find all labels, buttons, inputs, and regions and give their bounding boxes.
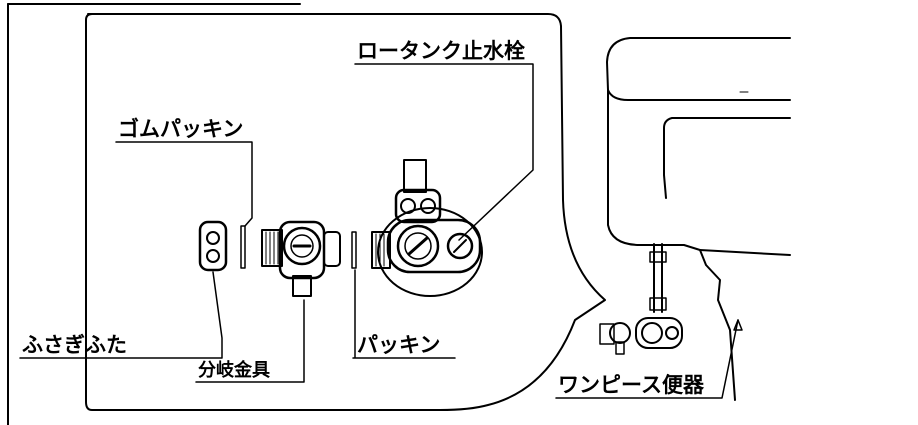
one-piece-toilet: [606, 37, 791, 401]
outer-frame: [7, 3, 301, 425]
blind-cap-part: [198, 220, 228, 272]
label-blind-cap: ふさぎふた: [22, 333, 127, 357]
label-packing: パッキン: [357, 333, 440, 357]
label-low-tank-stop-valve: ロータンク止水栓: [357, 39, 525, 63]
stop-valve-part: [371, 159, 483, 297]
installed-valve-small: [599, 243, 683, 355]
branch-fitting-part: [261, 220, 341, 297]
detail-callout-panel: [85, 13, 606, 411]
leader-lines: [19, 63, 743, 399]
label-rubber-packing: ゴムパッキン: [118, 117, 243, 141]
packing-part: [351, 231, 357, 269]
label-branch-fitting: 分岐金具: [198, 359, 270, 381]
label-one-piece-toilet: ワンピース便器: [558, 373, 705, 397]
diagram-labels: ゴムパッキン ロータンク止水栓 ふさぎふた 分岐金具 パッキン ワンピース便器: [22, 39, 705, 397]
rubber-packing-part: [240, 225, 246, 269]
